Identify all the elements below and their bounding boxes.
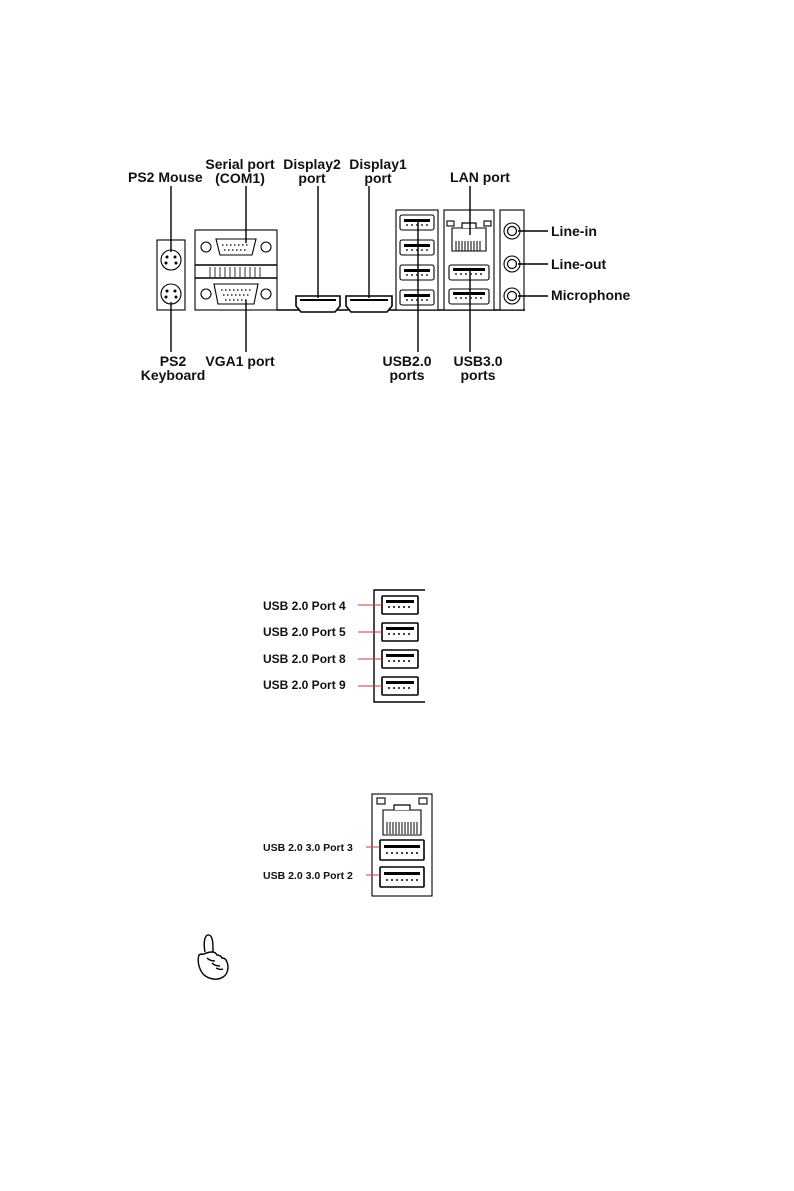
label-usb30-ports: ports [461, 367, 496, 383]
label-microphone: Microphone [551, 287, 631, 303]
label-line-out: Line-out [551, 256, 607, 272]
label-line-in: Line-in [551, 223, 597, 239]
pointing-hand-icon [198, 935, 228, 979]
label-serial-com1: (COM1) [215, 170, 265, 186]
label-lan-port: LAN port [450, 169, 510, 185]
usb20-port-stack [396, 210, 438, 310]
label-ps2-mouse: PS2 Mouse [128, 169, 203, 185]
label-vga1-port: VGA1 port [205, 353, 275, 369]
usb3-port-label: USB 2.0 3.0 Port 3 [263, 842, 353, 854]
usb20-detail-figure: USB 2.0 Port 4 USB 2.0 Port 5 USB 2.0 Po… [263, 590, 425, 702]
label-display2-port: port [298, 170, 326, 186]
audio-jacks [500, 210, 524, 310]
serial-vga-ports [195, 230, 277, 310]
usb2-port-label: USB 2.0 Port 4 [263, 599, 346, 613]
label-display1-port: port [364, 170, 392, 186]
lan-usb30-stack [444, 210, 494, 310]
usb3-port-label: USB 2.0 3.0 Port 2 [263, 870, 353, 882]
usb2-port-label: USB 2.0 Port 5 [263, 625, 346, 639]
label-keyboard: Keyboard [141, 367, 206, 383]
usb30-detail-figure: USB 2.0 3.0 Port 3 USB 2.0 3.0 Port 2 [263, 794, 432, 896]
usb2-port-label: USB 2.0 Port 8 [263, 652, 346, 666]
label-usb20-ports: ports [390, 367, 425, 383]
rear-io-panel: PS2 Mouse Serial port (COM1) Display2 po… [128, 156, 631, 383]
display1-port [346, 296, 392, 312]
display2-port [296, 296, 340, 312]
usb2-port-label: USB 2.0 Port 9 [263, 678, 346, 692]
